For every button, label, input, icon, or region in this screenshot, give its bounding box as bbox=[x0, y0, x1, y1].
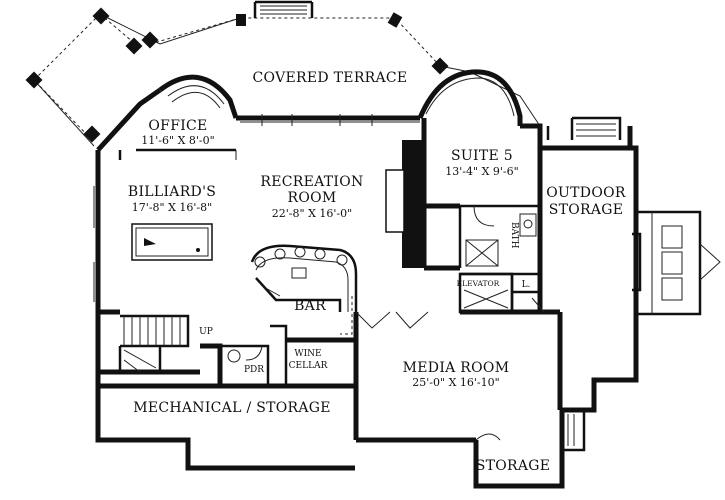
office-label: OFFICE bbox=[148, 118, 207, 134]
west-wall bbox=[93, 150, 355, 471]
mechanical-label: MECHANICAL / STORAGE bbox=[133, 400, 331, 416]
office-dims: 11'-6" X 8'-0" bbox=[141, 134, 214, 147]
pdr-label: PDR bbox=[244, 365, 264, 375]
outdoor-storage-label-2: STORAGE bbox=[549, 202, 624, 218]
media-walls bbox=[353, 311, 586, 489]
rear-wall bbox=[236, 69, 633, 151]
storage-label: STORAGE bbox=[476, 458, 551, 474]
billiards-dims: 17'-8" X 16'-8" bbox=[132, 201, 212, 214]
bar-counter bbox=[250, 244, 358, 335]
recreation-label-1: RECREATION bbox=[260, 174, 363, 190]
suite5-label: SUITE 5 bbox=[451, 148, 513, 164]
stairs-up-label: UP bbox=[199, 327, 213, 337]
wine-cellar-label-2: CELLAR bbox=[289, 361, 328, 371]
recreation-label-2: ROOM bbox=[287, 190, 336, 206]
billiards-label: BILLIARD'S bbox=[128, 184, 216, 200]
fireplace bbox=[385, 118, 427, 268]
billiard-table bbox=[131, 223, 213, 261]
office-walls bbox=[96, 74, 239, 160]
bar-label: BAR bbox=[294, 298, 326, 314]
media-room-dims: 25'-0" X 16'-10" bbox=[412, 376, 499, 389]
outdoor-storage-walls bbox=[562, 145, 721, 413]
covered-terrace-label: COVERED TERRACE bbox=[253, 70, 408, 86]
elevator-label: ELEVATOR bbox=[457, 279, 500, 288]
media-room-label: MEDIA ROOM bbox=[403, 360, 510, 376]
outdoor-storage-label-1: OUTDOOR bbox=[546, 185, 626, 201]
lower-left-walls bbox=[98, 309, 356, 389]
wine-cellar-label-1: WINE bbox=[294, 349, 321, 359]
linen-label: L. bbox=[522, 280, 531, 290]
suite5-dims: 13'-4" X 9'-6" bbox=[445, 165, 518, 178]
bath-label: BATH bbox=[509, 222, 519, 249]
recreation-dims: 22'-8" X 16'-0" bbox=[272, 207, 352, 220]
suite5-walls bbox=[424, 148, 560, 315]
